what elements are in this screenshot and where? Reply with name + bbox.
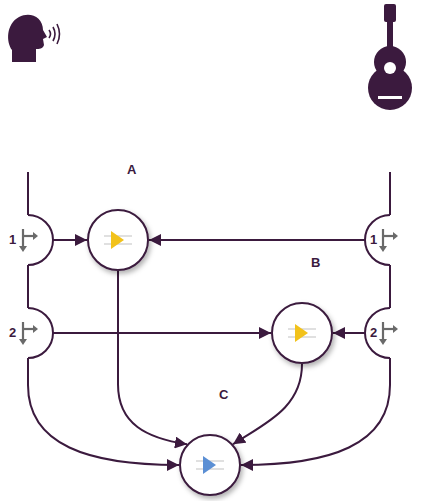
mixer-label: A bbox=[127, 163, 136, 176]
send-node: 2 bbox=[3, 308, 53, 358]
mixer-circle: C bbox=[179, 434, 241, 496]
signal-arrow bbox=[28, 358, 179, 465]
guitar-icon bbox=[368, 4, 412, 110]
send-icon bbox=[23, 322, 34, 340]
mixer-label: C bbox=[219, 388, 228, 401]
mixer-icon bbox=[288, 324, 316, 342]
send-node: 2 bbox=[365, 308, 415, 358]
mixer-outline bbox=[87, 209, 149, 271]
send-icon bbox=[383, 229, 394, 247]
sound-waves bbox=[49, 24, 60, 44]
signal-arrow bbox=[333, 332, 365, 334]
send-number: 2 bbox=[370, 326, 377, 339]
mixer-icon bbox=[104, 231, 132, 249]
speaker-icon bbox=[8, 15, 47, 62]
send-node: 1 bbox=[365, 215, 415, 265]
send-icon bbox=[23, 229, 34, 247]
send-number: 1 bbox=[9, 233, 16, 246]
mixer-icon bbox=[196, 456, 224, 474]
send-icon bbox=[383, 322, 394, 340]
signal-track bbox=[28, 172, 390, 308]
mixer-outline bbox=[179, 434, 241, 496]
signal-arrow bbox=[53, 332, 271, 334]
signal-arrow bbox=[241, 358, 390, 465]
signal-arrow bbox=[53, 239, 87, 241]
mixer-circle: A bbox=[87, 209, 149, 271]
mixer-label: B bbox=[311, 256, 320, 269]
signal-arrow bbox=[233, 364, 302, 444]
mixer-outline bbox=[271, 302, 333, 364]
send-node: 1 bbox=[3, 215, 53, 265]
send-number: 2 bbox=[9, 326, 16, 339]
signal-arrow bbox=[118, 271, 187, 444]
mixer-circle: B bbox=[271, 302, 333, 364]
send-number: 1 bbox=[370, 233, 377, 246]
signal-arrow bbox=[149, 239, 365, 241]
